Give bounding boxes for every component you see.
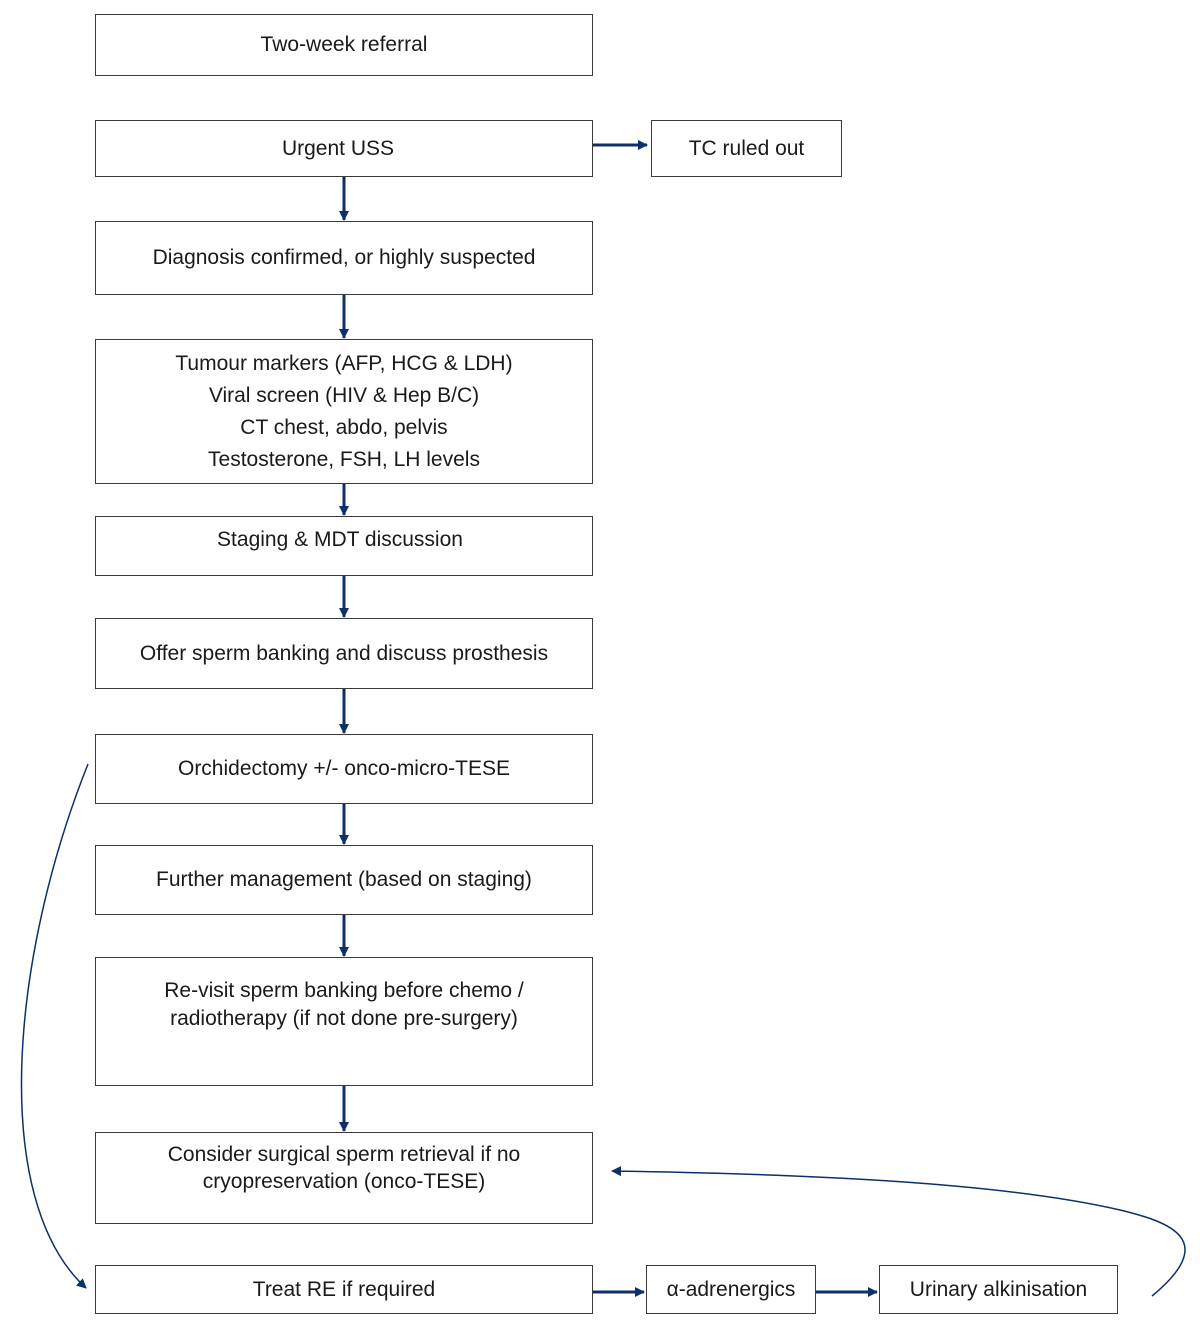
investigation-viral-screen: Viral screen (HIV & Hep B/C): [208, 383, 480, 407]
revisit-line-1: Re-visit sperm banking before chemo /: [164, 979, 524, 1002]
box-urinary-alkinisation: Urinary alkinisation: [879, 1265, 1118, 1314]
box-treat-re: Treat RE if required: [95, 1265, 593, 1314]
box-further-management: Further management (based on staging): [95, 845, 593, 915]
box-urgent-uss: Urgent USS: [95, 120, 593, 177]
box-two-week-referral-text: Two-week referral: [260, 33, 428, 56]
box-sperm-banking: Offer sperm banking and discuss prosthes…: [95, 618, 593, 689]
box-staging-mdt: Staging & MDT discussion: [95, 516, 593, 576]
box-tc-ruled-out: TC ruled out: [651, 120, 842, 177]
box-sperm-banking-text: Offer sperm banking and discuss prosthes…: [139, 641, 549, 665]
box-urinary-alkinisation-text: Urinary alkinisation: [909, 1277, 1088, 1301]
box-urgent-uss-text: Urgent USS: [281, 136, 395, 160]
box-staging-mdt-text: Staging & MDT discussion: [217, 528, 463, 551]
box-revisit-sperm-banking: Re-visit sperm banking before chemo / ra…: [95, 957, 593, 1086]
box-tc-ruled-out-text: TC ruled out: [688, 136, 805, 160]
box-orchidectomy: Orchidectomy +/- onco-micro-TESE: [95, 734, 593, 804]
box-further-management-text: Further management (based on staging): [156, 868, 532, 891]
box-treat-re-text: Treat RE if required: [252, 1277, 436, 1301]
curve-orchidectomy-to-treat-re: [20, 763, 89, 1289]
investigation-tumour-markers: Tumour markers (AFP, HCG & LDH): [175, 351, 513, 375]
box-alpha-adrenergics-text: α-adrenergics: [666, 1277, 796, 1301]
box-two-week-referral: Two-week referral: [95, 14, 593, 76]
box-investigations: Tumour markers (AFP, HCG & LDH) Viral sc…: [95, 339, 593, 484]
box-diagnosis-text: Diagnosis confirmed, or highly suspected: [152, 246, 536, 269]
curve-urinary-to-surgical-retrieval: [611, 1166, 1186, 1297]
box-orchidectomy-text: Orchidectomy +/- onco-micro-TESE: [177, 757, 510, 780]
revisit-line-2: radiotherapy (if not done pre-surgery): [170, 1007, 518, 1030]
box-alpha-adrenergics: α-adrenergics: [646, 1265, 816, 1314]
box-surgical-retrieval: Consider surgical sperm retrieval if no …: [95, 1132, 593, 1224]
surgical-retrieval-line-1: Consider surgical sperm retrieval if no: [167, 1143, 521, 1166]
surgical-retrieval-line-2: cryopreservation (onco-TESE): [202, 1170, 486, 1193]
box-diagnosis: Diagnosis confirmed, or highly suspected: [95, 221, 593, 295]
investigation-ct: CT chest, abdo, pelvis: [240, 415, 448, 439]
investigation-hormones: Testosterone, FSH, LH levels: [208, 447, 480, 471]
